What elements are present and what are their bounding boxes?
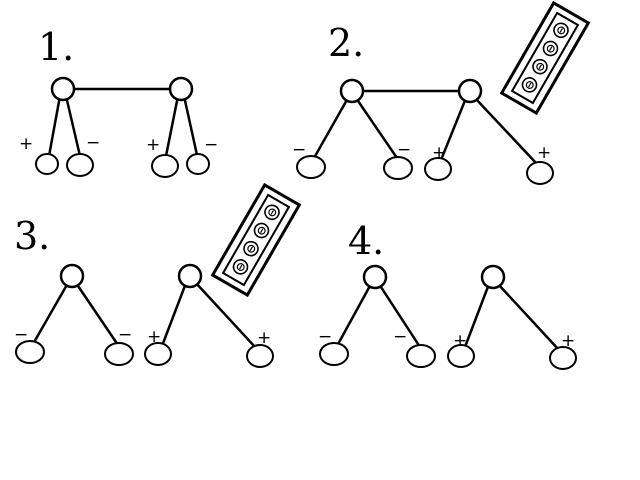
electroscope-right: + − [146, 76, 218, 178]
leaf-stem [164, 95, 180, 157]
panel-4: 4. − − + + [318, 219, 577, 370]
leaf-charge-sign: + [537, 143, 551, 163]
leaf-left [296, 155, 326, 179]
leaf-left [151, 154, 179, 178]
panel-3: 3. − − + + ⊖ [14, 182, 302, 368]
rod-charge: ⊖ [521, 77, 538, 93]
leaf-right [406, 344, 436, 368]
rod-charge: ⊖ [542, 41, 559, 57]
leaf-stem [47, 95, 62, 157]
electroscope-knob [339, 78, 365, 104]
leaf-stem [497, 283, 560, 351]
electroscope-knob [480, 264, 506, 290]
leaf-right [186, 153, 210, 175]
electroscope-right: + + [144, 263, 274, 368]
panel-4-label: 4. [348, 219, 384, 263]
leaf-stem [377, 283, 422, 348]
leaf-charge-sign: + [257, 328, 271, 348]
panel-2: 2. − − + + ⊖ [292, 0, 591, 185]
leaf-left [319, 342, 349, 366]
charged-rod: ⊖ ⊖ ⊖ ⊖ [499, 0, 591, 116]
leaf-stem [439, 97, 468, 161]
electroscope-left: + − [19, 76, 100, 177]
leaf-stem [354, 97, 399, 159]
leaf-stem [312, 97, 350, 159]
charged-rod: ⊖ ⊖ ⊖ ⊖ [210, 182, 302, 298]
leaf-charge-sign: − [292, 140, 306, 160]
leaf-stem [160, 282, 188, 347]
leaf-stem [74, 282, 120, 346]
leaf-right [104, 342, 134, 366]
leaf-charge-sign: + [561, 331, 575, 351]
electroscope-knob [168, 76, 194, 102]
rod-charge: ⊖ [263, 204, 280, 220]
rod-charge: ⊖ [253, 223, 270, 239]
electroscope-knob [457, 78, 483, 104]
rod-charge: ⊖ [232, 259, 249, 275]
leaf-charge-sign: + [147, 327, 161, 347]
leaf-right [383, 156, 413, 180]
leaf-right [246, 344, 274, 368]
leaf-charge-sign: − [14, 325, 28, 345]
leaf-charge-sign: − [318, 327, 332, 347]
electroscope-right: + + [424, 78, 554, 185]
electroscope-knob [59, 263, 85, 289]
leaf-left [424, 157, 452, 181]
leaf-right [66, 153, 94, 177]
rod-charge: ⊖ [242, 241, 259, 257]
panel-2-label: 2. [328, 21, 364, 65]
leaf-stem [474, 97, 538, 165]
panel-1-label: 1. [38, 25, 74, 69]
electroscope-left: − − [318, 264, 436, 368]
leaf-stem [64, 95, 82, 157]
leaf-right [549, 346, 577, 370]
electroscope-knob [362, 264, 388, 290]
leaf-charge-sign: − [86, 133, 100, 153]
leaf-charge-sign: − [393, 327, 407, 347]
electroscope-knob [50, 76, 76, 102]
electroscope-left: − − [14, 263, 134, 366]
leaf-charge-sign: − [118, 325, 132, 345]
electroscope-left: − − [292, 78, 413, 180]
leaf-right [526, 161, 554, 185]
leaf-stem [194, 281, 257, 349]
leaf-left [35, 153, 59, 175]
leaf-charge-sign: − [397, 140, 411, 160]
leaf-stem [31, 282, 70, 345]
panel-3-label: 3. [14, 214, 50, 258]
leaf-left [15, 340, 45, 364]
rod-charge: ⊖ [552, 22, 569, 38]
leaf-stem [182, 95, 199, 156]
leaf-charge-sign: + [146, 135, 160, 155]
leaf-left [447, 344, 475, 368]
electroscope-right: + + [447, 264, 577, 370]
leaf-stem [335, 283, 373, 347]
leaf-charge-sign: + [432, 143, 446, 163]
leaf-charge-sign: + [453, 331, 467, 351]
leaf-charge-sign: − [204, 135, 218, 155]
rod-charge: ⊖ [531, 59, 548, 75]
leaf-left [144, 342, 172, 366]
leaf-stem [463, 283, 491, 348]
electroscope-knob [177, 263, 203, 289]
panel-1: 1. + − + − [19, 25, 218, 178]
leaf-charge-sign: + [19, 134, 33, 154]
